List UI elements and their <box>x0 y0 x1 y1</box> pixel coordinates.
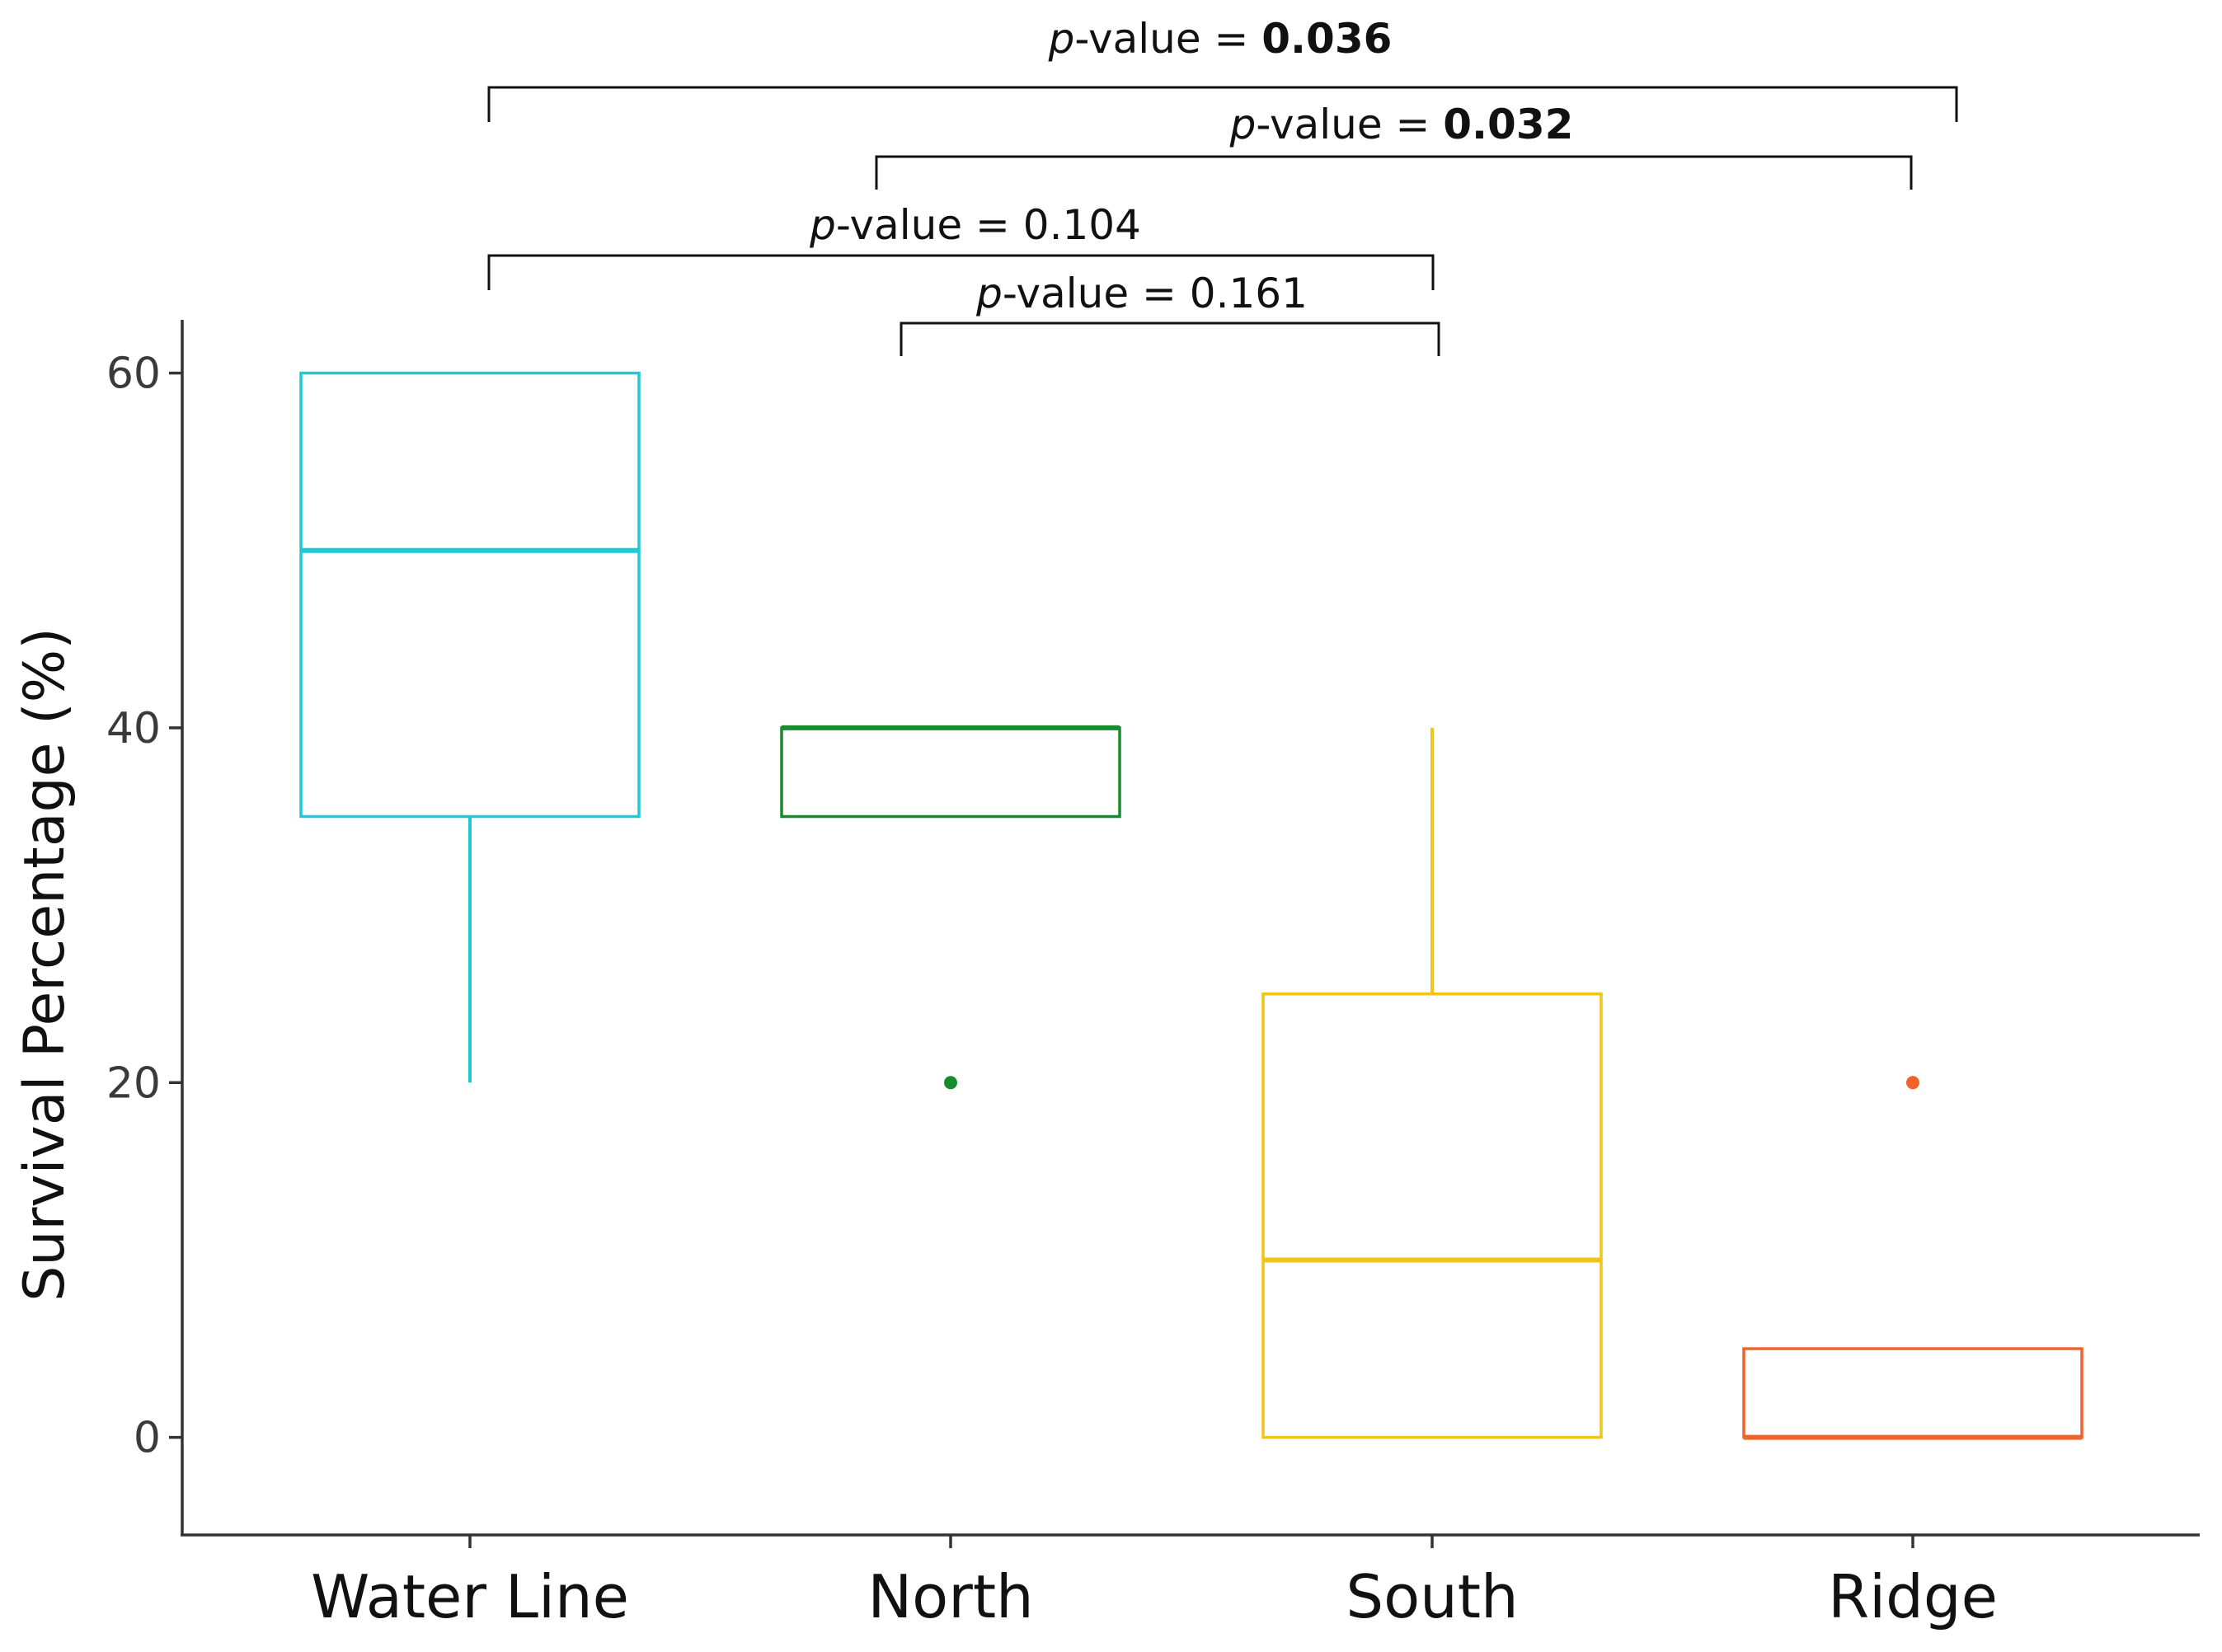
x-tick-label: North <box>867 1562 1033 1631</box>
y-tick-label: 40 <box>106 704 161 753</box>
x-tick-label: South <box>1346 1562 1518 1631</box>
y-axis-title: Survival Percentage (%) <box>12 627 78 1302</box>
outlier-point <box>1906 1076 1919 1090</box>
box-body <box>1742 1347 2083 1439</box>
box-water-line <box>299 371 641 1083</box>
x-tick-label: Water Line <box>311 1562 629 1631</box>
bracket-line <box>900 321 1440 356</box>
box-body <box>1261 992 1603 1439</box>
boxes <box>299 371 2083 1440</box>
bracket-line <box>487 86 1958 122</box>
bracket-water-line-ridge: p-value = 0.036 <box>487 15 1958 122</box>
p-value-label: p-value = 0.104 <box>809 201 1141 249</box>
y-tick-label: 0 <box>134 1414 161 1463</box>
x-tick-label: Ridge <box>1828 1562 1998 1631</box>
significance-brackets: p-value = 0.036 p-value = 0.032 p-value = … <box>487 15 1958 356</box>
y-ticks: 0 20 40 60 <box>106 350 182 1463</box>
box-body <box>299 371 641 819</box>
box-south <box>1261 727 1603 1439</box>
bracket-line <box>487 254 1435 290</box>
p-value-label: p-value = 0.036 <box>1048 15 1393 63</box>
bracket-north-south: p-value = 0.161 <box>900 270 1440 356</box>
bracket-line <box>875 155 1913 190</box>
y-tick-label: 60 <box>106 350 161 399</box>
x-ticks: Water Line North South Ridge <box>311 1535 1998 1631</box>
outlier-point <box>944 1076 957 1090</box>
y-tick-label: 20 <box>106 1058 161 1108</box>
box-body <box>780 726 1121 819</box>
p-value-label: p-value = 0.161 <box>975 270 1308 317</box>
bracket-north-ridge: p-value = 0.032 <box>875 101 1913 190</box>
bracket-water-line-south: p-value = 0.104 <box>487 201 1435 290</box>
box-ridge <box>1742 1076 2083 1440</box>
box-north <box>780 725 1121 1090</box>
axes: Survival Percentage (%) <box>12 320 2200 1537</box>
p-value-label: p-value = 0.032 <box>1229 101 1574 148</box>
